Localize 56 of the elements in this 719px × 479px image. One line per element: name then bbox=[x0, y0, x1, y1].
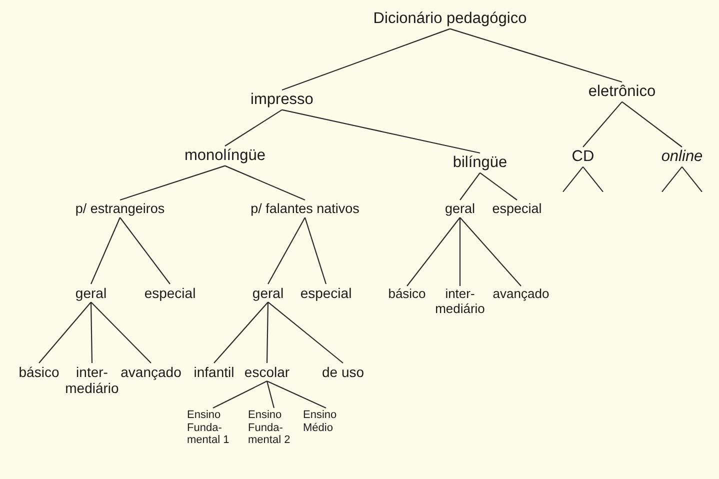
node-label: CD bbox=[572, 148, 594, 166]
node-label: geral bbox=[75, 285, 107, 302]
tree-branch-line bbox=[266, 380, 275, 408]
node-label: escolar bbox=[244, 364, 290, 380]
tree-branch-line bbox=[266, 380, 326, 408]
node-label: Ensino Médio bbox=[303, 409, 349, 434]
tree-branch-line bbox=[90, 302, 152, 364]
tree-branch-line bbox=[406, 217, 460, 286]
node-label: geral bbox=[252, 285, 284, 302]
tree-branch-line bbox=[662, 166, 682, 192]
tree-branch-line bbox=[120, 165, 226, 201]
node-label: infantil bbox=[194, 364, 234, 380]
tree-branch-line bbox=[450, 28, 622, 83]
tree-branch-line bbox=[622, 101, 682, 148]
tree-branch-line bbox=[90, 217, 120, 284]
tree-branch-line bbox=[268, 302, 344, 364]
node-label: especial bbox=[492, 201, 542, 217]
tree-branch-line bbox=[562, 166, 584, 192]
tree-branch-line bbox=[90, 302, 93, 363]
tree-branch-line bbox=[460, 217, 522, 286]
tree-branch-line bbox=[224, 109, 282, 146]
node-label: de uso bbox=[322, 364, 364, 380]
node-label: Dicionário pedagógico bbox=[373, 10, 527, 28]
node-label: básico bbox=[18, 364, 60, 380]
tree-branch-line bbox=[582, 166, 604, 192]
tree-branch-line bbox=[266, 302, 269, 363]
node-label: eletrônico bbox=[588, 83, 656, 101]
tree-branch-line bbox=[120, 217, 170, 284]
node-label: bilíngüe bbox=[452, 154, 508, 172]
tree-branch-line bbox=[582, 101, 622, 148]
node-label: básico bbox=[388, 287, 426, 302]
tree-branch-line bbox=[282, 28, 450, 91]
node-label: online bbox=[661, 148, 703, 166]
tree-branch-line bbox=[282, 109, 480, 154]
tree-branch-line bbox=[459, 218, 461, 286]
tree-branch-line bbox=[224, 165, 306, 200]
node-label: Ensino Funda- mental 1 bbox=[187, 409, 239, 447]
tree-branch-line bbox=[460, 172, 480, 200]
tree-branch-line bbox=[304, 217, 327, 284]
node-label: impresso bbox=[250, 91, 314, 109]
node-label: geral bbox=[444, 201, 476, 217]
node-label: Ensino Funda- mental 2 bbox=[248, 409, 300, 447]
node-label: avançado bbox=[120, 364, 182, 380]
node-label: monolíngüe bbox=[184, 147, 266, 165]
node-label: p/ falantes nativos bbox=[250, 201, 360, 217]
tree-branch-line bbox=[212, 380, 268, 408]
tree-branch-line bbox=[38, 302, 92, 364]
node-label: especial bbox=[144, 285, 196, 302]
tree-branch-line bbox=[268, 217, 306, 284]
tree-branch-line bbox=[682, 166, 702, 192]
node-label: p/ estrangeiros bbox=[75, 201, 165, 217]
node-label: avançado bbox=[492, 287, 550, 302]
tree-branch-line bbox=[214, 302, 268, 364]
node-label: inter- mediário bbox=[431, 287, 489, 317]
node-label: especial bbox=[300, 285, 352, 302]
tree-branch-line bbox=[480, 172, 518, 200]
